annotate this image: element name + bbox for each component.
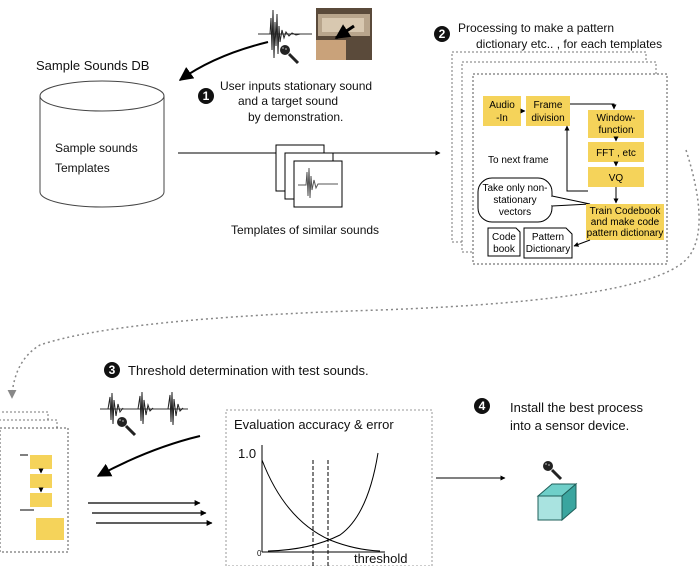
step1-badge xyxy=(198,88,214,104)
test-sounds-waveform-icon xyxy=(100,391,188,426)
sensor-microphone-icon xyxy=(541,459,563,481)
fft-label: FFT , etc xyxy=(596,148,636,159)
sensor-device-cube xyxy=(536,482,578,522)
step4-badge xyxy=(474,398,490,414)
frame-division-line2: division xyxy=(531,113,564,124)
template-cards-icon xyxy=(275,144,343,208)
error-curve xyxy=(267,452,379,552)
step2-line2: dictionary etc.. , for each templates xyxy=(476,37,662,51)
step3-number: 3 xyxy=(109,363,116,377)
eval-title: Evaluation accuracy & error xyxy=(234,417,394,432)
step1-number: 1 xyxy=(203,89,210,103)
y-max-label: 1.0 xyxy=(238,446,256,461)
step4-line1: Install the best process xyxy=(510,400,643,415)
small-panel-stack xyxy=(0,411,69,553)
audio-in-line2: -In xyxy=(496,113,508,124)
step1-line2: and a target sound xyxy=(238,94,338,108)
audio-in-line1: Audio xyxy=(489,100,515,111)
step2-line1: Processing to make a pattern xyxy=(458,21,614,35)
codebook-line1: Code xyxy=(492,232,516,243)
window-function-box xyxy=(588,110,644,138)
bubble-line3: vectors xyxy=(499,207,531,218)
test-microphone-icon xyxy=(115,415,137,437)
evaluation-panel xyxy=(225,409,433,566)
pattern-line1: Pattern xyxy=(532,232,564,243)
pattern-line2: Dictionary xyxy=(526,244,570,255)
templates-caption: Templates of similar sounds xyxy=(231,223,379,237)
vq-label: VQ xyxy=(609,173,624,184)
step1-line3: by demonstration. xyxy=(248,110,343,124)
step2-badge xyxy=(434,26,450,42)
bubble-line2: stationary xyxy=(493,195,536,206)
microphone-icon xyxy=(278,43,300,65)
loop-back-arrow xyxy=(564,125,588,192)
window-function-line1: Window- xyxy=(597,113,636,124)
waveform-stationary-icon xyxy=(258,9,312,59)
window-function-line2: function xyxy=(598,125,633,136)
fft-box xyxy=(588,142,644,162)
x-axis-label: threshold xyxy=(354,551,407,566)
input-to-db-arrow xyxy=(178,41,269,81)
db-label-samples: Sample sounds xyxy=(55,141,138,155)
dotted-connector xyxy=(7,149,700,399)
pattern-dictionary-doc xyxy=(523,227,573,259)
step1-line1: User inputs stationary sound xyxy=(220,79,372,93)
origin-label: 0 xyxy=(257,549,262,558)
to-next-frame-label: To next frame xyxy=(488,155,549,166)
train-codebook-box xyxy=(586,204,664,240)
db-title: Sample Sounds DB xyxy=(36,58,149,73)
codebook-line2: book xyxy=(493,244,516,255)
drawer-photo xyxy=(316,8,372,60)
step3-badge xyxy=(104,362,120,378)
step2-number: 2 xyxy=(439,27,446,41)
train-line1: Train Codebook xyxy=(590,206,662,217)
train-line2: and make code xyxy=(591,217,660,228)
frame-division-box xyxy=(526,96,570,126)
train-line3: pattern dictionary xyxy=(587,228,664,239)
step3-text: Threshold determination with test sounds… xyxy=(128,363,369,378)
frame-division-line1: Frame xyxy=(534,100,563,111)
step4-number: 4 xyxy=(479,399,486,413)
db-label-templates: Templates xyxy=(55,161,110,175)
bubble-line1: Take only non- xyxy=(482,183,547,194)
audio-in-box xyxy=(483,96,521,126)
codebook-doc xyxy=(487,227,521,257)
database-cylinder xyxy=(39,80,165,208)
step4-line2: into a sensor device. xyxy=(510,418,629,433)
vq-box xyxy=(588,167,644,187)
accuracy-curve xyxy=(261,459,381,552)
test-to-panel-arrow xyxy=(96,435,201,477)
